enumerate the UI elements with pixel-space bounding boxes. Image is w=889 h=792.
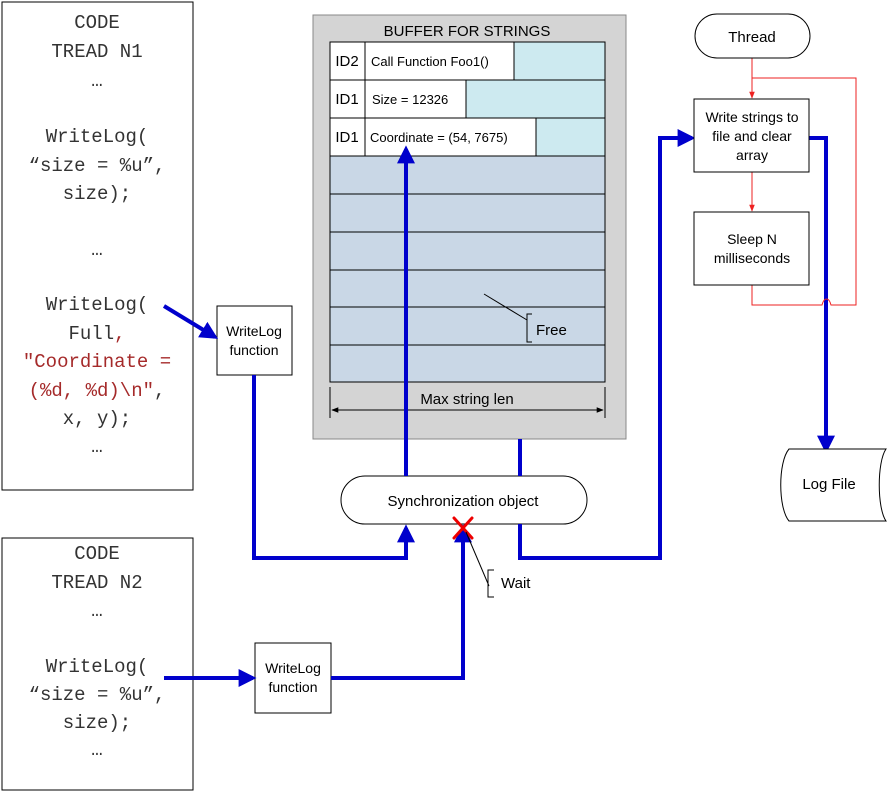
code-ellipsis: … xyxy=(91,600,102,622)
buffer-row: ID1 Coordinate = (54, 7675) xyxy=(329,117,537,157)
thread-flowchart: Thread Write strings to file and clear a… xyxy=(693,13,887,522)
flow-loop-back xyxy=(751,77,857,306)
max-string-len-measure: Max string len xyxy=(329,387,606,418)
code-thread-2-title-2: TREAD N2 xyxy=(51,572,142,594)
synchronization-object: Synchronization object xyxy=(340,475,588,525)
wait-marker: Wait xyxy=(452,516,531,598)
svg-text:WriteLog: WriteLog xyxy=(226,323,282,339)
svg-text:file and clear: file and clear xyxy=(712,128,792,144)
svg-text:WriteLog: WriteLog xyxy=(265,660,321,676)
svg-text:function: function xyxy=(229,342,278,358)
synchronization-object-label: Synchronization object xyxy=(388,493,540,510)
code-line: size); xyxy=(63,712,131,734)
log-file-storage: Log File xyxy=(780,448,887,522)
log-file-label: Log File xyxy=(802,476,855,493)
wait-label: Wait xyxy=(501,575,531,592)
code-line: Full, xyxy=(68,323,125,345)
svg-text:milliseconds: milliseconds xyxy=(714,250,790,266)
code-line: WriteLog( xyxy=(46,294,149,316)
code-line: WriteLog( xyxy=(46,126,149,148)
buffer-row-id: ID1 xyxy=(335,129,358,146)
flow-write-step: Write strings to file and clear array xyxy=(693,98,810,173)
code-thread-2-panel: CODE TREAD N2 … WriteLog( “size = %u”, s… xyxy=(1,537,194,791)
svg-text:Sleep N: Sleep N xyxy=(727,231,777,247)
code-ellipsis: … xyxy=(91,739,102,761)
buffer-row: ID2 Call Function Foo1() xyxy=(329,41,515,81)
buffer-row-text: Size = 12326 xyxy=(372,92,448,107)
code-ellipsis: … xyxy=(91,436,102,458)
buffer-row-text: Call Function Foo1() xyxy=(371,54,489,69)
wait-x-icon xyxy=(452,516,474,540)
buffer-row: ID1 Size = 12326 xyxy=(329,79,467,119)
connector-writelog1-sync xyxy=(252,375,415,560)
buffer-title: BUFFER FOR STRINGS xyxy=(384,23,551,40)
code-thread-1-title-1: CODE xyxy=(74,12,120,34)
code-line: “size = %u”, xyxy=(29,684,166,706)
code-ellipsis: … xyxy=(91,70,102,92)
free-label: Free xyxy=(536,322,567,339)
buffer-row-id: ID2 xyxy=(335,53,358,70)
svg-text:function: function xyxy=(268,679,317,695)
svg-text:Write strings to: Write strings to xyxy=(705,109,798,125)
buffer-row-id: ID1 xyxy=(335,91,358,108)
code-ellipsis: … xyxy=(91,239,102,261)
connector-write-logfile xyxy=(809,136,835,454)
code-line: “size = %u”, xyxy=(29,155,166,177)
writelog-function-box-1: WriteLog function xyxy=(216,305,293,376)
code-thread-2-title-1: CODE xyxy=(74,543,120,565)
string-buffer: BUFFER FOR STRINGS ID2 Call Function Foo… xyxy=(312,14,627,440)
max-string-len-label: Max string len xyxy=(420,391,513,408)
connector-writelog2-sync xyxy=(331,524,472,680)
code-line: size); xyxy=(63,183,131,205)
code-line: WriteLog( xyxy=(46,656,149,678)
flow-start-terminator: Thread xyxy=(694,13,811,59)
connector-code1-writelog xyxy=(162,304,219,339)
flow-sleep-step: Sleep N milliseconds xyxy=(693,211,810,286)
code-thread-1-panel: CODE TREAD N1 … WriteLog( “size = %u”, s… xyxy=(1,1,194,491)
flow-start-label: Thread xyxy=(728,29,776,46)
buffer-row-text: Coordinate = (54, 7675) xyxy=(370,130,508,145)
svg-text:array: array xyxy=(736,147,768,163)
code-line: (%d, %d)\n", xyxy=(29,380,166,402)
free-annotation: Free xyxy=(483,293,567,343)
writelog-function-box-2: WriteLog function xyxy=(254,642,332,714)
code-line: x, y); xyxy=(63,408,131,430)
code-line-string: "Coordinate = xyxy=(23,351,171,373)
code-thread-1-title-2: TREAD N1 xyxy=(51,41,142,63)
connector-sync-write-step xyxy=(518,129,696,560)
